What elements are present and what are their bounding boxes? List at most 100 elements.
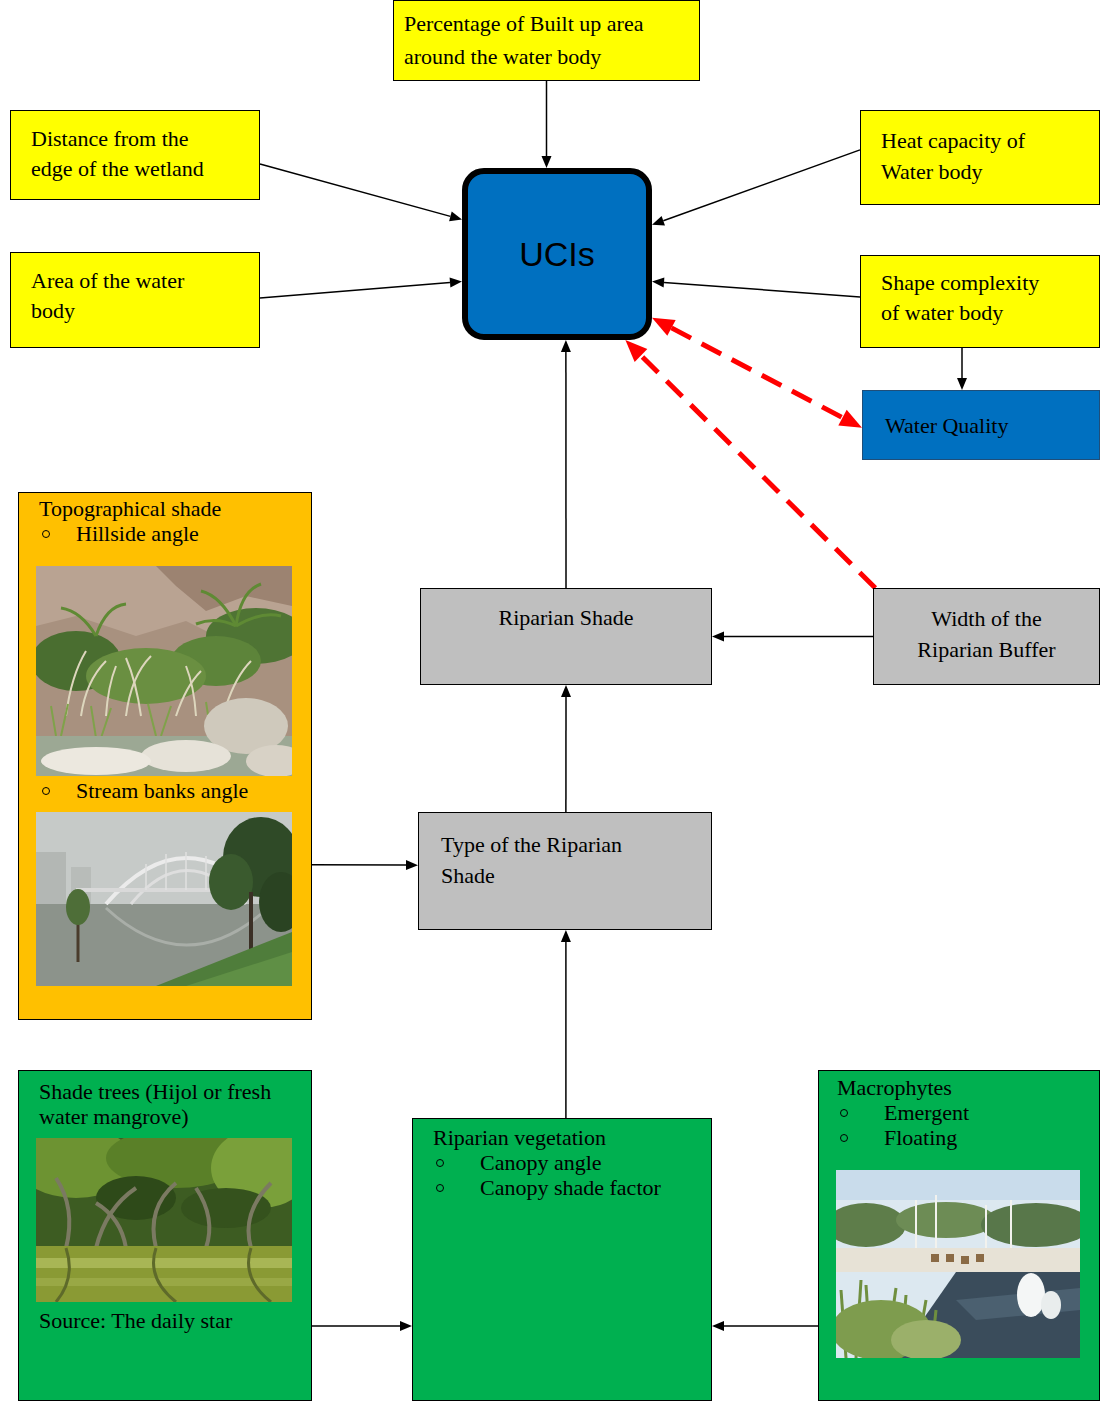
illustration-part bbox=[246, 745, 292, 776]
process-box: Riparian Shade bbox=[420, 588, 712, 685]
illustration-part bbox=[36, 1258, 292, 1268]
illustration-part bbox=[185, 852, 187, 890]
vegetation-panel: MacrophytesEmergentFloating bbox=[818, 1070, 1100, 1401]
node-label: Shade trees (Hijol or fresh water mangro… bbox=[39, 1079, 274, 1129]
illustration-part bbox=[56, 1248, 271, 1302]
dashed-arrow bbox=[672, 328, 843, 418]
factor-box: Area of the water body bbox=[10, 252, 260, 348]
illustration-part bbox=[51, 702, 228, 738]
node-label: Riparian vegetation bbox=[433, 1125, 711, 1150]
illustration-part bbox=[196, 620, 236, 626]
illustration-part bbox=[156, 932, 292, 986]
illustration-part bbox=[961, 1256, 969, 1264]
node-label: Heat capacity of Water body bbox=[881, 125, 1051, 187]
node-label: Area of the water body bbox=[31, 266, 206, 326]
bullet-item: Canopy angle bbox=[433, 1150, 711, 1175]
illustration-part bbox=[61, 584, 281, 636]
illustration-part bbox=[981, 1203, 1080, 1247]
arrow bbox=[260, 164, 450, 216]
illustration-part bbox=[41, 747, 151, 775]
illustration-part bbox=[141, 740, 231, 772]
arrow bbox=[312, 864, 406, 866]
arrow bbox=[724, 636, 873, 638]
illustration-part bbox=[186, 952, 292, 986]
factor-box: Heat capacity of Water body bbox=[860, 110, 1100, 205]
illustration-part bbox=[931, 1254, 984, 1264]
arrow bbox=[664, 282, 860, 297]
illustration-part bbox=[86, 648, 206, 704]
node-label: Source: The daily star bbox=[39, 1308, 311, 1333]
illustration-part bbox=[205, 856, 207, 890]
bullet-item: Emergent bbox=[837, 1100, 1099, 1125]
illustration-part bbox=[96, 604, 126, 636]
illustration-part bbox=[91, 706, 96, 738]
illustration-part bbox=[101, 708, 111, 738]
vegetation-panel: Riparian vegetationCanopy angleCanopy sh… bbox=[412, 1118, 712, 1401]
bullet-item: Stream banks angle bbox=[39, 778, 251, 803]
illustration-part bbox=[1010, 1200, 1012, 1252]
illustration-part bbox=[259, 872, 292, 932]
factor-box: Shape complexity of water body bbox=[860, 255, 1100, 348]
arrow bbox=[663, 150, 860, 221]
node-label: Riparian Shade bbox=[431, 605, 701, 630]
illustration-part bbox=[1041, 1291, 1061, 1319]
illustration-part bbox=[976, 1254, 984, 1262]
vegetation-panel: Shade trees (Hijol or fresh water mangro… bbox=[18, 1070, 312, 1401]
node-label: Width of the Riparian Buffer bbox=[902, 603, 1072, 665]
illustration-part bbox=[186, 666, 196, 716]
arrow bbox=[565, 697, 567, 812]
node-label: Percentage of Built up area around the w… bbox=[404, 7, 689, 73]
arrow bbox=[312, 1325, 400, 1327]
illustration-part bbox=[946, 1254, 954, 1262]
bullet-item: Hillside angle bbox=[39, 521, 311, 546]
illustration-part bbox=[154, 1183, 177, 1248]
illustration-part bbox=[148, 704, 156, 736]
illustration-part bbox=[985, 1205, 987, 1252]
illustration-part bbox=[931, 1254, 939, 1262]
mangrove-photo bbox=[36, 1138, 292, 1302]
factor-box: Percentage of Built up area around the w… bbox=[393, 0, 700, 81]
illustration-part bbox=[66, 889, 90, 925]
illustration-part bbox=[56, 1178, 271, 1248]
illustration-part bbox=[51, 706, 56, 736]
outcome-box: UCIs bbox=[462, 168, 652, 340]
node-label: Water Quality bbox=[885, 413, 1077, 438]
illustration-part bbox=[1017, 1273, 1045, 1317]
illustration-part bbox=[249, 1183, 272, 1248]
illustration-part bbox=[836, 1203, 906, 1247]
bullet-item: Floating bbox=[837, 1125, 1099, 1150]
arrow bbox=[565, 942, 567, 1118]
arrow bbox=[961, 348, 963, 378]
dashed-arrow bbox=[641, 356, 875, 589]
illustration-part bbox=[81, 661, 106, 716]
illustration-part bbox=[156, 566, 292, 611]
illustration-part bbox=[106, 908, 268, 945]
illustration-part bbox=[61, 704, 68, 736]
node-label: UCIs bbox=[519, 234, 595, 274]
illustration-part bbox=[891, 1320, 961, 1358]
illustration-part bbox=[181, 1188, 271, 1228]
node-label: Distance from the edge of the wetland bbox=[31, 124, 216, 184]
node-label: Type of the Riparian Shade bbox=[441, 829, 661, 891]
process-box: Width of the Riparian Buffer bbox=[873, 588, 1100, 685]
illustration-part bbox=[96, 1188, 136, 1248]
illustration-part bbox=[126, 658, 141, 716]
macrophyte-photo bbox=[836, 1170, 1080, 1358]
illustration-part bbox=[836, 1248, 1080, 1272]
factor-box: Distance from the edge of the wetland bbox=[10, 110, 260, 200]
illustration-part bbox=[161, 706, 171, 736]
hillside-photo bbox=[36, 566, 292, 776]
river-bridge-photo bbox=[36, 812, 292, 986]
illustration-part bbox=[56, 1178, 69, 1248]
illustration-part bbox=[896, 1202, 996, 1238]
illustration-part bbox=[196, 1188, 209, 1248]
arrow bbox=[546, 81, 548, 156]
outcome-box: Water Quality bbox=[862, 390, 1100, 460]
node-label: Shape complexity of water body bbox=[881, 268, 1056, 328]
node-label: Topographical shade bbox=[39, 496, 311, 521]
illustration-part bbox=[56, 1248, 69, 1302]
arrow bbox=[565, 352, 567, 588]
illustration-part bbox=[249, 892, 253, 952]
